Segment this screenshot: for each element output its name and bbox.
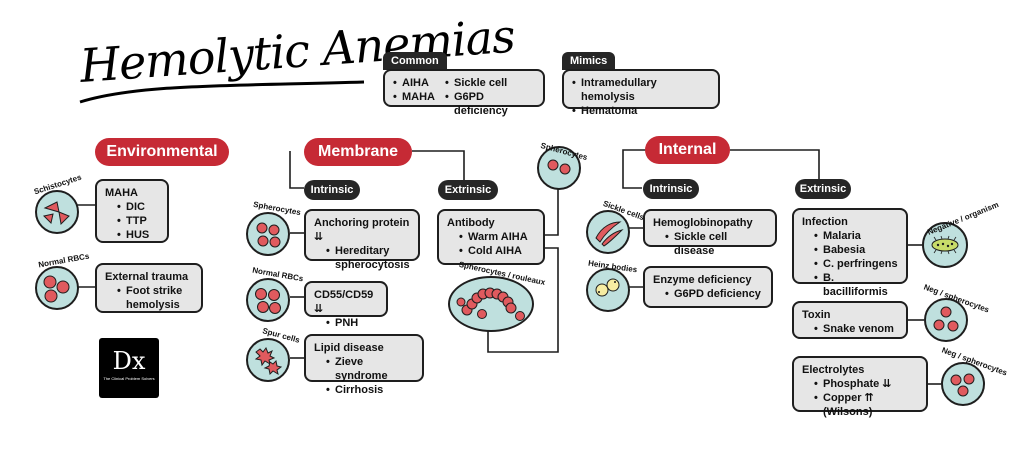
toxin-spherocytes-cell-icon [924,298,968,342]
common-item: MAHA [393,90,435,118]
antibody-box: Antibody Warm AIHACold AIHA [437,209,545,265]
normal-rbcs-cell-icon [35,266,79,310]
environmental-pill: Environmental [95,138,229,166]
rouleaux-cell-icon [448,276,534,332]
hemoglobinopathy-box: Hemoglobinopathy Sickle cell disease [643,209,777,257]
common-item: G6PD deficiency [445,90,535,118]
mimics-box: Intramedullary hemolysis Hematoma [562,69,720,118]
internal-intrinsic-pill: Intrinsic [643,179,699,199]
dx-logo: Dx The Clinical Problem Solvers [99,338,159,398]
enzyme-deficiency-box: Enzyme deficiency G6PD deficiency [643,266,773,308]
anchoring-protein-box: Anchoring protein ⇊ Hereditary spherocyt… [304,209,420,271]
toxin-box: Toxin Snake venom [792,301,908,339]
electrolytes-box: Electrolytes Phosphate ⇊Copper ⇈ (Wilson… [792,356,928,418]
organism-cell-icon [922,222,968,268]
common-box: AIHA Sickle cell MAHA G6PD deficiency [383,69,545,117]
infection-box: Infection MalariaBabesiaC. perfringensB.… [792,208,908,298]
external-trauma-box: External trauma Foot strike hemolysis [95,263,203,313]
mimics-item: Hematoma [572,104,710,118]
normal-rbcs-membrane-cell-icon [246,278,290,322]
common-tag: Common [383,52,447,70]
common-item: Sickle cell [445,76,535,90]
membrane-pill: Membrane [304,138,412,166]
internal-pill: Internal [645,136,730,164]
maha-box: MAHA DICTTPHUS [95,179,169,243]
mimics-tag: Mimics [562,52,616,70]
sickle-cells-cell-icon [586,210,630,254]
spur-cells-cell-icon [246,338,290,382]
lipid-disease-box: Lipid disease Zieve syndromeCirrhosis [304,334,424,397]
common-item: AIHA [393,76,435,90]
spherocytes-extrinsic-cell-icon [537,146,581,190]
membrane-intrinsic-pill: Intrinsic [304,180,360,200]
spherocytes-cell-icon [246,212,290,256]
electrolytes-spherocytes-cell-icon [941,362,985,406]
cd55-cd59-box: CD55/CD59 ⇊ PNH [304,281,388,330]
heinz-bodies-cell-icon [586,268,630,312]
membrane-extrinsic-pill: Extrinsic [438,180,498,200]
schistocytes-cell-icon [35,190,79,234]
internal-extrinsic-pill: Extrinsic [795,179,851,199]
mimics-item: Intramedullary hemolysis [572,76,710,104]
title-underline [79,80,365,104]
